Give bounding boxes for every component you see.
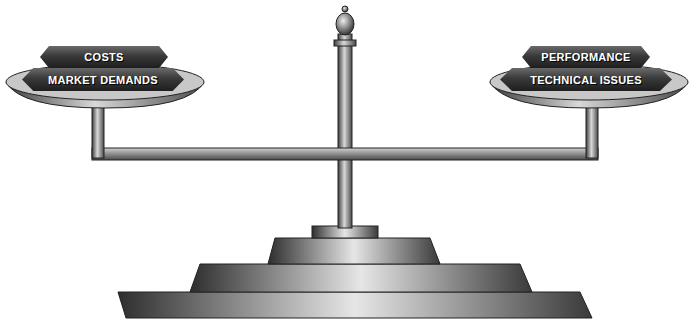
right-pan [490, 64, 688, 100]
weight-block: PERFORMANCE [522, 46, 650, 68]
weight-block: MARKET DEMANDS [22, 68, 184, 91]
block-label: COSTS [84, 51, 123, 63]
weight-block: TECHNICAL ISSUES [500, 68, 672, 91]
weight-block: COSTS [40, 46, 168, 68]
base [118, 226, 592, 318]
base-step [118, 292, 592, 318]
block-label: MARKET DEMANDS [48, 74, 158, 86]
finial-tip [342, 6, 348, 12]
post-collar [334, 40, 356, 46]
left-pan [6, 64, 204, 100]
beam [92, 148, 598, 160]
block-label: TECHNICAL ISSUES [530, 74, 642, 86]
base-step [268, 238, 440, 264]
finial [336, 13, 354, 35]
center-post [338, 34, 352, 228]
block-label: PERFORMANCE [541, 51, 630, 63]
base-step [190, 264, 532, 292]
